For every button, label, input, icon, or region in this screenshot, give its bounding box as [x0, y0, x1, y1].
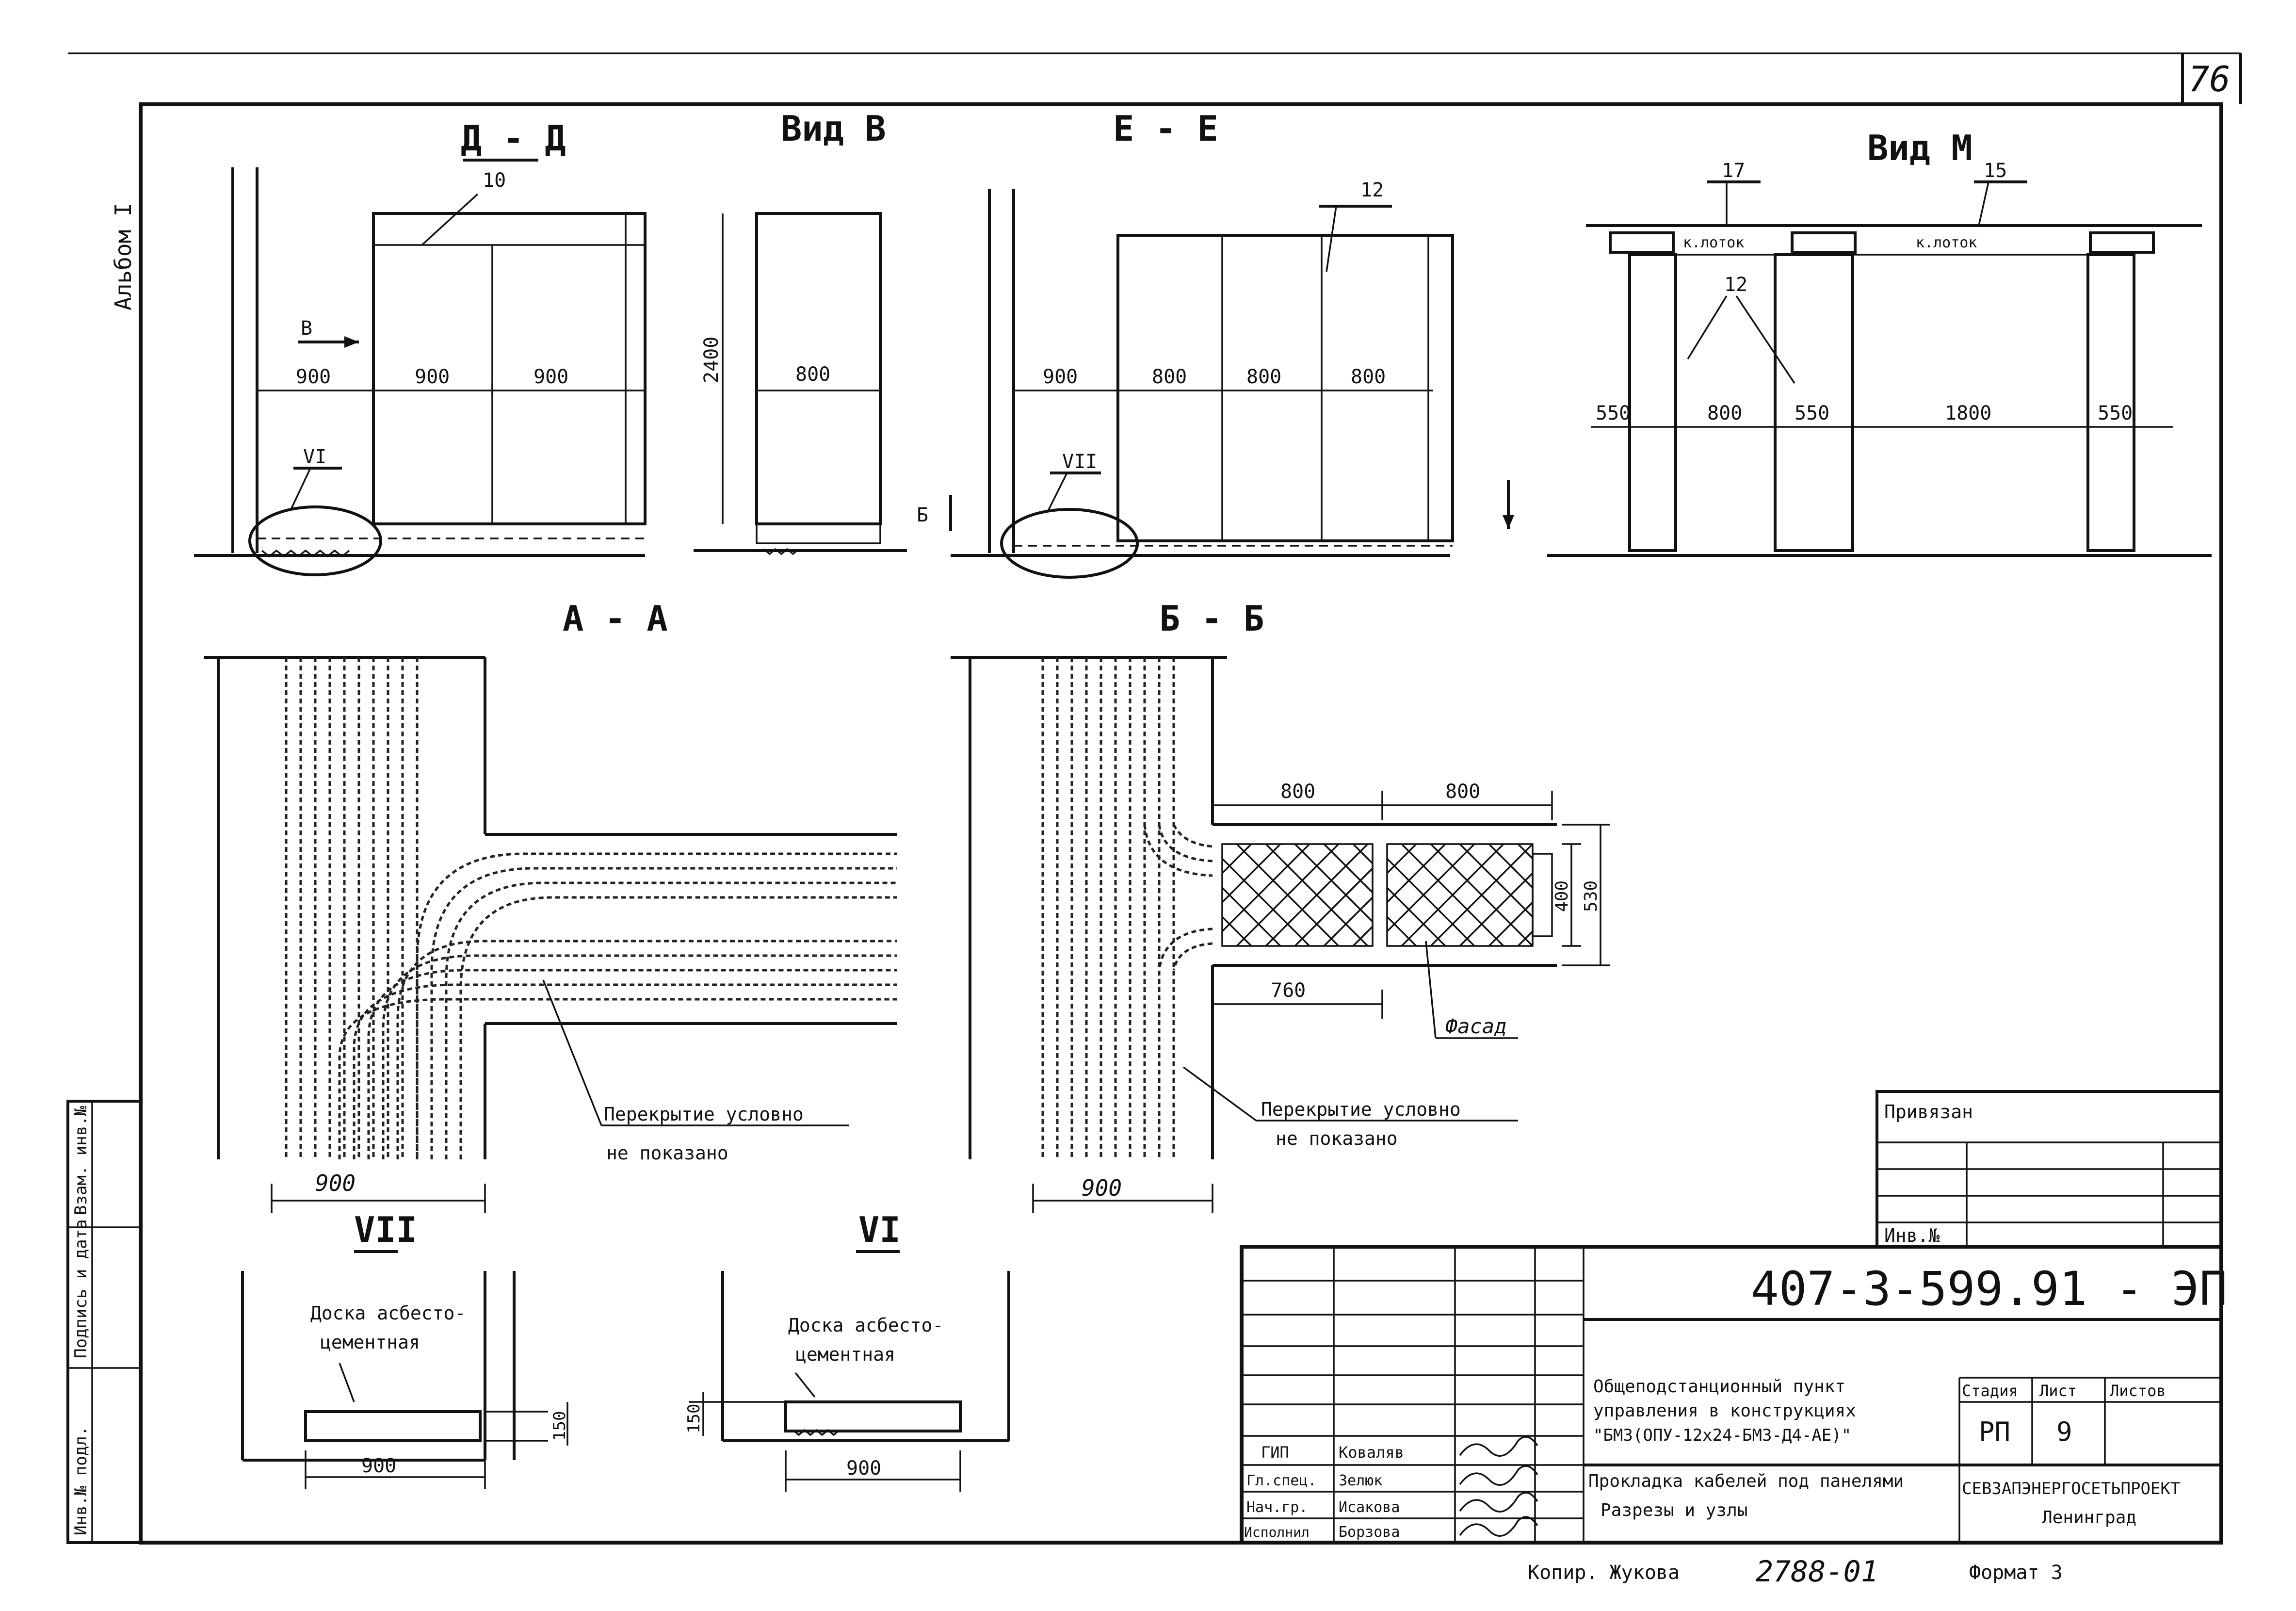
view-vid-m-dim-1: 550 [1596, 402, 1631, 424]
view-dd [194, 159, 647, 576]
view-dd-node: VI [303, 446, 326, 468]
view-dd-title: Д - Д [461, 118, 566, 159]
node-vii-title: VII [354, 1209, 417, 1250]
node-vii-dim-w: 900 [361, 1455, 396, 1477]
staff-role-2: Гл.спец. [1246, 1472, 1317, 1489]
section-bb-dim-top-2: 800 [1445, 781, 1480, 803]
stamp-code: 407-3-599.91 - ЭП [1751, 1262, 2228, 1316]
album-label: Альбом I [110, 203, 136, 310]
stamp-sheet-no: 9 [2056, 1416, 2072, 1447]
page-number: 76 [2188, 59, 2231, 99]
footer-number: 2788-01 [1756, 1555, 1878, 1589]
stamp-stage-label: Стадия [1962, 1382, 2018, 1400]
view-vid-m-tray-2: к.лоток [1916, 234, 1977, 251]
view-vid-v-height: 2400 [700, 337, 723, 383]
view-ee-dim-3: 800 [1246, 366, 1281, 388]
privyazan-label: Привязан [1884, 1101, 1973, 1123]
view-vid-m-mark-12: 12 [1724, 274, 1747, 296]
side-inv-orig: Инв.№ подл. [71, 1426, 91, 1535]
staff-role-3: Нач.гр. [1246, 1499, 1308, 1516]
footer-copied: Копир. Жукова [1528, 1562, 1680, 1584]
node-vi [689, 1250, 1010, 1492]
staff-name-2: Зелюк [1339, 1472, 1382, 1489]
inv-no-label: Инв.№ [1884, 1225, 1940, 1246]
view-vid-v [694, 212, 907, 555]
staff-name-1: Коваляв [1339, 1443, 1404, 1462]
section-bb-dim-bottom: 760 [1271, 979, 1306, 1002]
section-aa-width: 900 [315, 1170, 356, 1196]
side-vzam: Взам. инв.№ [71, 1106, 91, 1215]
view-vid-m-dim-4: 1800 [1945, 402, 1991, 424]
section-bb-dim-top-1: 800 [1280, 781, 1315, 803]
node-vii-label-2: цементная [320, 1332, 420, 1353]
section-bb-note-2: не показано [1276, 1128, 1398, 1149]
view-ee-node: VII [1062, 451, 1097, 473]
sheet-frame [68, 52, 2242, 1545]
section-bb-dim-v1: 400 [1552, 880, 1572, 912]
staff-role-1: ГИП [1261, 1443, 1289, 1462]
section-bb-note-1: Перекрытие условно [1261, 1099, 1461, 1120]
view-vid-m-dim-2: 800 [1707, 402, 1742, 424]
node-vi-label-1: Доска асбесто- [788, 1315, 943, 1336]
view-vid-m [1547, 180, 2212, 557]
view-vid-m-title: Вид М [1867, 128, 1973, 168]
view-dd-mark: 10 [483, 169, 506, 192]
view-vid-m-tray-1: к.лоток [1683, 234, 1744, 251]
section-bb-dim-v2: 530 [1581, 880, 1601, 912]
side-sign-date: Подпись и дата [71, 1219, 91, 1358]
staff-name-3: Исакова [1339, 1499, 1400, 1516]
section-aa-note-2: не показано [606, 1142, 728, 1164]
view-ee-title: Е - Е [1113, 108, 1218, 149]
view-vid-v-dim: 800 [795, 363, 830, 386]
node-vi-label-2: цементная [795, 1344, 895, 1365]
stamp-sheet-label: Лист [2039, 1382, 2077, 1400]
view-vid-m-mark-15: 15 [1984, 160, 2007, 182]
view-dd-dim-3: 900 [534, 366, 568, 388]
staff-name-4: Борзова [1339, 1524, 1400, 1541]
view-vid-m-dim-3: 550 [1795, 402, 1829, 424]
stamp-desc-1: Общеподстанционный пункт [1593, 1377, 1845, 1397]
section-bb-facade: Фасад [1445, 1014, 1506, 1038]
section-bb-title: Б - Б [1159, 598, 1264, 639]
stamp-sheet-title-1: Прокладка кабелей под панелями [1588, 1471, 1904, 1491]
node-vii [241, 1250, 568, 1489]
section-bb [951, 656, 1610, 1213]
node-vi-dim-h: 150 [684, 1404, 704, 1433]
stamp-desc-2: управления в конструкциях [1593, 1401, 1856, 1421]
view-ee-dim-1: 900 [1043, 366, 1078, 388]
node-vii-label-1: Доска асбесто- [310, 1302, 466, 1324]
section-bb-width: 900 [1082, 1175, 1122, 1201]
stamp-org-1: СЕВЗАПЭНЕРГОСЕТЬПРОЕКТ [1962, 1479, 2180, 1498]
footer-format: Формат 3 [1969, 1562, 2063, 1584]
stamp-sheets-label: Листов [2110, 1382, 2166, 1400]
signatures [1459, 1436, 1538, 1537]
section-aa-title: А - А [563, 598, 668, 639]
node-vii-dim-h: 150 [550, 1411, 569, 1441]
privyazan-block [1876, 1090, 2223, 1248]
stamp-desc-3: "БМЗ(ОПУ-12х24-БМЗ-Д4-АЕ)" [1593, 1426, 1851, 1445]
node-vi-title: VI [858, 1209, 901, 1250]
staff-role-4: Исполнил [1244, 1524, 1310, 1540]
view-vid-v-title: Вид В [781, 108, 886, 149]
view-dd-arrow-label: В [301, 317, 312, 340]
section-aa [204, 656, 897, 1213]
node-vi-dim-w: 900 [846, 1457, 881, 1480]
view-ee-dim-2: 800 [1152, 366, 1187, 388]
view-ee-dim-4: 800 [1351, 366, 1386, 388]
stamp-org-2: Ленинград [2042, 1508, 2136, 1528]
view-ee-mark: 12 [1360, 179, 1384, 201]
side-stamp [66, 1100, 142, 1544]
view-ee-cut-label: Б [917, 504, 928, 526]
section-aa-note-1: Перекрытие условно [604, 1104, 804, 1125]
view-dd-dim-2: 900 [415, 366, 450, 388]
stamp-stage: РП [1979, 1416, 2010, 1447]
view-vid-m-dim-5: 550 [2098, 402, 2133, 424]
view-vid-m-mark-17: 17 [1722, 160, 1745, 182]
view-ee [949, 189, 1514, 579]
stamp-sheet-title-2: Разрезы и узлы [1601, 1500, 1747, 1520]
view-dd-dim-1: 900 [296, 366, 331, 388]
main-stamp [1240, 1245, 2223, 1545]
